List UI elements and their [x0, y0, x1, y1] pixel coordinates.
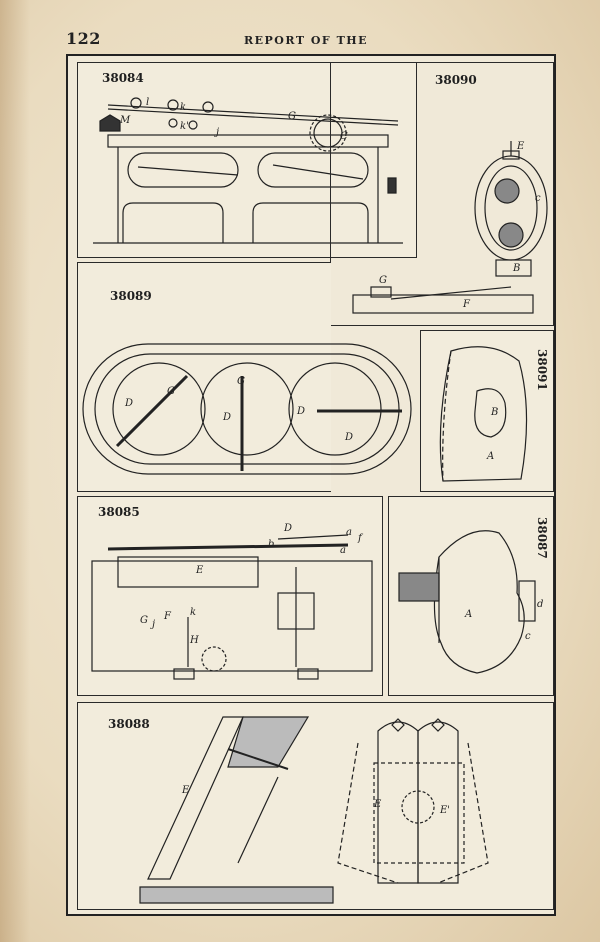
figure-38084-label-g: G — [288, 111, 296, 122]
figure-38084-drawing: l k k' M G C j — [93, 97, 403, 244]
figure-38088-panel: 38088 E E — [77, 702, 554, 910]
figure-38084-label-l: l — [146, 97, 149, 108]
figure-38085-label-k: k — [190, 607, 196, 618]
figure-38090-label-c: c — [535, 193, 541, 204]
figure-38088-number: 38088 — [108, 717, 150, 731]
figure-38084-label-m: M — [119, 115, 131, 126]
figure-38088-label-e: E — [181, 785, 190, 796]
figure-38085-label-j: j — [150, 619, 155, 630]
figure-38084-label-j: j — [214, 127, 219, 138]
figure-38087-panel: 38087 A d c — [388, 496, 554, 696]
figure-38089-drawing: D G D G D G D — [82, 343, 412, 475]
figure-38090-drawing: E c B G F — [352, 141, 548, 314]
figure-38088-label-e-left: E — [373, 799, 382, 810]
figure-38089-label-d2: D — [222, 412, 231, 423]
figure-38088-drawing: E E E' — [139, 716, 489, 904]
figure-38085-label-d: D — [283, 523, 292, 534]
figure-38085-label-f: f — [357, 533, 364, 544]
figure-38090-label-g: G — [379, 275, 387, 286]
figure-38090-panel: 38090 E c B G F — [330, 62, 554, 326]
figure-38089-number: 38089 — [110, 289, 152, 303]
figure-38087-drawing: A d c — [398, 530, 543, 674]
page-number: 122 — [66, 29, 101, 48]
figure-38089-label-d1: D — [124, 398, 133, 409]
figure-38085-label-g: G — [140, 615, 148, 626]
figure-38084-panel: 38084 — [77, 62, 417, 258]
figure-38091-drawing: B A — [439, 346, 528, 482]
figure-38084-label-c: C — [340, 131, 348, 142]
figure-38090-number: 38090 — [435, 73, 477, 87]
figure-38085-label-e: E — [195, 565, 204, 576]
figure-38090-label-f: F — [462, 299, 471, 310]
figure-38085-label-a1: a — [346, 527, 352, 538]
figure-38085-label-b: b — [268, 539, 274, 550]
figure-38085-label-f2: F — [163, 611, 172, 622]
figure-38085-label-a2: a — [340, 545, 346, 556]
figure-38089-panel: 38089 — [77, 262, 331, 492]
figure-38085-drawing: D a f b a E G j F k H — [91, 523, 373, 680]
figure-38090-label-e: E — [516, 141, 525, 152]
page-edge-shadow — [0, 0, 30, 942]
figure-38087-label-c: c — [525, 631, 531, 642]
figure-38091-label-b: B — [490, 407, 498, 418]
figure-38089-label-d4: D — [344, 432, 353, 443]
figure-38091-panel: 38091 B A — [420, 330, 554, 492]
figure-38084-label-k: k — [180, 102, 186, 113]
figure-38084-label-k-prime: k' — [180, 121, 189, 132]
figure-38084-number: 38084 — [102, 71, 144, 85]
figure-38089-label-d3: D — [296, 406, 305, 417]
figure-38085-panel: 38085 D a f b a E — [77, 496, 383, 696]
figure-38091-label-a: A — [486, 451, 494, 462]
running-head: REPORT OF THE — [244, 34, 369, 47]
patent-plate: 38084 — [66, 54, 556, 916]
figure-38090-label-b: B — [512, 263, 520, 274]
figure-38085-number: 38085 — [98, 505, 140, 519]
figure-38089-label-g1: G — [167, 386, 175, 397]
figure-38088-label-e-prime: E' — [439, 805, 450, 816]
figure-38089-label-g2: G — [237, 376, 245, 387]
figure-38085-label-h: H — [189, 635, 199, 646]
figure-38087-label-a: A — [464, 609, 472, 620]
figure-38087-label-d: d — [537, 599, 543, 610]
